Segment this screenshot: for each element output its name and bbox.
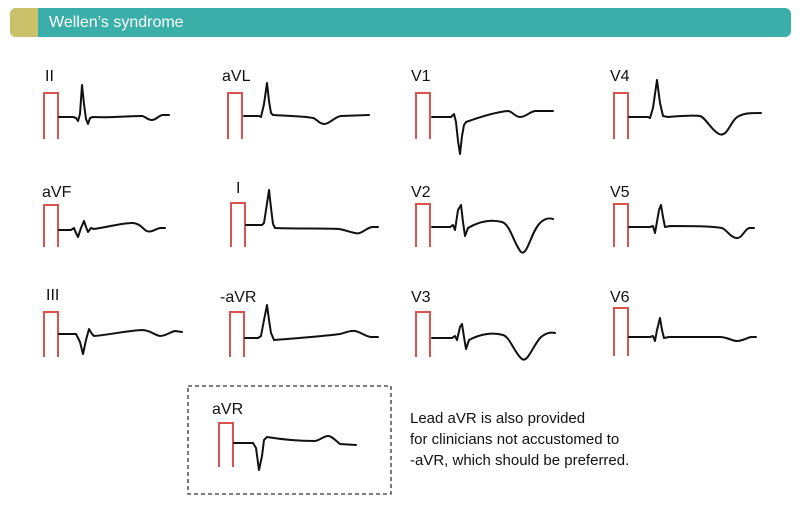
avr-note-line: -aVR, which should be preferred. [410, 452, 630, 469]
lead-label-v2: V2 [411, 184, 431, 201]
calibration-pulse [43, 311, 59, 357]
calibration-pulse [230, 202, 246, 247]
ecg-trace [243, 82, 370, 125]
header-bar: Wellen’s syndrome [10, 8, 791, 37]
ecg-trace [245, 189, 379, 235]
lead-v1: V1 [411, 68, 554, 155]
calibration-pulse [613, 203, 629, 247]
lead-label-v6: V6 [610, 289, 630, 306]
header-accent [10, 8, 38, 37]
page-title: Wellen’s syndrome [49, 14, 184, 31]
lead-v5: V5 [610, 184, 755, 247]
lead-neg-avr: -aVR [220, 289, 379, 357]
calibration-pulse [43, 92, 59, 139]
lead-avr: aVR [212, 401, 357, 471]
lead-i: I [230, 180, 379, 247]
lead-v2: V2 [411, 184, 554, 254]
calibration-pulse [227, 92, 243, 139]
lead-v4: V4 [610, 68, 762, 139]
ecg-trace [58, 220, 166, 238]
lead-label-v1: V1 [411, 68, 431, 85]
lead-ii: II [43, 68, 170, 139]
lead-v3: V3 [411, 289, 556, 361]
calibration-pulse [43, 204, 59, 247]
lead-iii: III [43, 287, 183, 357]
lead-avf: aVF [42, 184, 166, 247]
lead-label-v4: V4 [610, 68, 630, 85]
ecg-trace [431, 323, 556, 361]
lead-label-ii: II [45, 68, 54, 85]
lead-label-avf: aVF [42, 184, 72, 201]
calibration-pulse [415, 203, 431, 247]
ecg-trace [628, 204, 755, 240]
lead-label-v3: V3 [411, 289, 431, 306]
calibration-pulse [613, 307, 629, 356]
lead-label-iii: III [46, 287, 59, 304]
ecg-trace [58, 84, 170, 125]
lead-label-avl: aVL [222, 68, 251, 85]
avr-note-line: Lead aVR is also provided [410, 410, 586, 427]
avr-note-line: for clinicians not accustomed to [410, 431, 620, 448]
ecg-trace [244, 304, 379, 341]
ecg-trace [233, 435, 357, 471]
ecg-trace [431, 110, 554, 155]
ecg-trace [628, 317, 757, 342]
ecg-trace [431, 204, 554, 254]
calibration-pulse [415, 92, 431, 139]
calibration-pulse [218, 422, 234, 467]
lead-label-v5: V5 [610, 184, 630, 201]
calibration-pulse [415, 311, 431, 357]
ecg-trace [58, 328, 183, 355]
ecg-trace [628, 79, 762, 136]
calibration-pulse [613, 92, 629, 139]
avr-note: Lead aVR is also provided for clinicians… [410, 408, 629, 471]
lead-label-neg-avr: -aVR [220, 289, 256, 306]
lead-label-i: I [236, 180, 240, 197]
avr-inset-box [187, 385, 392, 495]
lead-v6: V6 [610, 289, 757, 356]
lead-label-avr: aVR [212, 401, 243, 418]
lead-avl: aVL [222, 68, 370, 139]
calibration-pulse [229, 311, 245, 357]
